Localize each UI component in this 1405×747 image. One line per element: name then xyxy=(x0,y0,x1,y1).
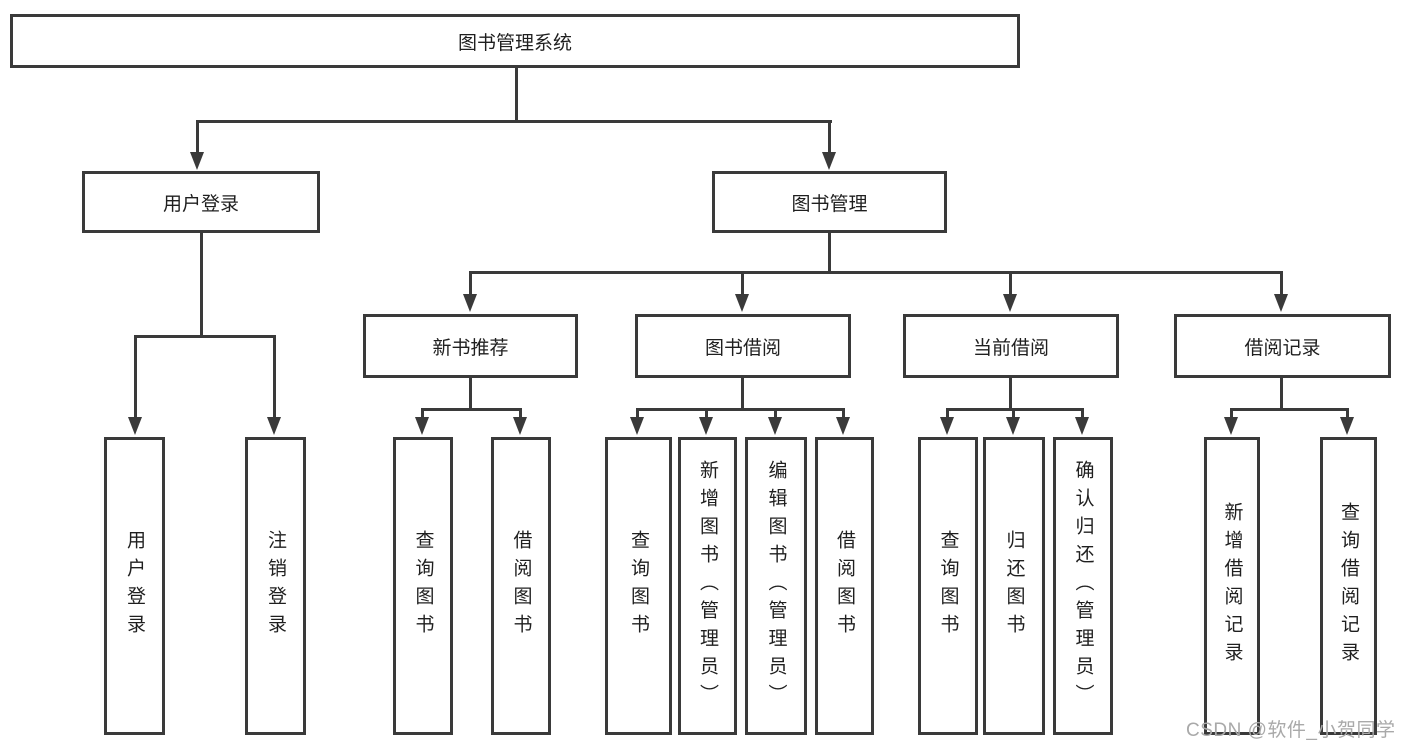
connector-line xyxy=(134,335,276,338)
connector-line xyxy=(196,120,199,153)
connector-line xyxy=(469,271,472,296)
arrow-down-icon xyxy=(267,417,281,435)
connector-line xyxy=(200,233,203,335)
arrow-down-icon xyxy=(699,417,713,435)
connector-line xyxy=(273,335,276,417)
arrow-down-icon xyxy=(1006,417,1020,435)
connector-line xyxy=(636,408,639,417)
arrow-down-icon xyxy=(836,417,850,435)
connector-line xyxy=(134,335,137,417)
connector-line xyxy=(1346,408,1349,417)
connector-line xyxy=(842,408,845,417)
connector-line xyxy=(828,233,831,271)
leaf-query-books-current: 查询图书 xyxy=(918,437,978,735)
node-current-borrowing: 当前借阅 xyxy=(903,314,1119,378)
connector-line xyxy=(636,408,845,411)
arrow-down-icon xyxy=(415,417,429,435)
watermark-text: CSDN @软件_小贺同学 xyxy=(1186,720,1396,741)
node-new-book-recommendation: 新书推荐 xyxy=(363,314,578,378)
connector-line xyxy=(1280,378,1283,408)
connector-line xyxy=(469,271,1283,274)
connector-line xyxy=(741,271,744,296)
connector-line xyxy=(1009,271,1012,296)
leaf-return-books: 归还图书 xyxy=(983,437,1045,735)
node-borrowing-records: 借阅记录 xyxy=(1174,314,1391,378)
connector-line xyxy=(1230,408,1233,417)
arrow-down-icon xyxy=(513,417,527,435)
arrow-down-icon xyxy=(1274,294,1288,312)
arrow-down-icon xyxy=(768,417,782,435)
arrow-down-icon xyxy=(128,417,142,435)
leaf-borrow-books-recommend: 借阅图书 xyxy=(491,437,551,735)
leaf-add-books-admin: 新增图书（管理员） xyxy=(678,437,737,735)
arrow-down-icon xyxy=(1224,417,1238,435)
leaf-edit-books-admin: 编辑图书（管理员） xyxy=(745,437,807,735)
arrow-down-icon xyxy=(822,152,836,170)
connector-line xyxy=(828,120,831,153)
arrow-down-icon xyxy=(735,294,749,312)
connector-line xyxy=(946,408,949,417)
node-library-system: 图书管理系统 xyxy=(10,14,1020,68)
arrow-down-icon xyxy=(190,152,204,170)
leaf-borrow-books-borrowing: 借阅图书 xyxy=(815,437,874,735)
connector-line xyxy=(196,120,832,123)
connector-line xyxy=(774,408,777,417)
leaf-confirm-return-admin: 确认归还（管理员） xyxy=(1053,437,1113,735)
node-book-borrowing: 图书借阅 xyxy=(635,314,851,378)
connector-line xyxy=(515,68,518,120)
leaf-query-books-recommend: 查询图书 xyxy=(393,437,453,735)
arrow-down-icon xyxy=(463,294,477,312)
connector-line xyxy=(1009,378,1012,408)
connector-line xyxy=(1280,271,1283,296)
arrow-down-icon xyxy=(940,417,954,435)
leaf-query-books-borrowing: 查询图书 xyxy=(605,437,672,735)
node-book-management: 图书管理 xyxy=(712,171,947,233)
connector-line xyxy=(519,408,522,417)
node-user-login: 用户登录 xyxy=(82,171,320,233)
leaf-user-login: 用户登录 xyxy=(104,437,165,735)
connector-line xyxy=(741,378,744,408)
arrow-down-icon xyxy=(1075,417,1089,435)
connector-line xyxy=(1081,408,1084,417)
arrow-down-icon xyxy=(1340,417,1354,435)
leaf-logout: 注销登录 xyxy=(245,437,306,735)
connector-line xyxy=(705,408,708,417)
arrow-down-icon xyxy=(630,417,644,435)
leaf-add-borrow-record: 新增借阅记录 xyxy=(1204,437,1260,735)
connector-line xyxy=(421,408,522,411)
connector-line xyxy=(946,408,1084,411)
connector-line xyxy=(469,378,472,408)
leaf-query-borrow-record: 查询借阅记录 xyxy=(1320,437,1377,735)
connector-line xyxy=(421,408,424,417)
arrow-down-icon xyxy=(1003,294,1017,312)
connector-line xyxy=(1230,408,1349,411)
connector-line xyxy=(1012,408,1015,417)
